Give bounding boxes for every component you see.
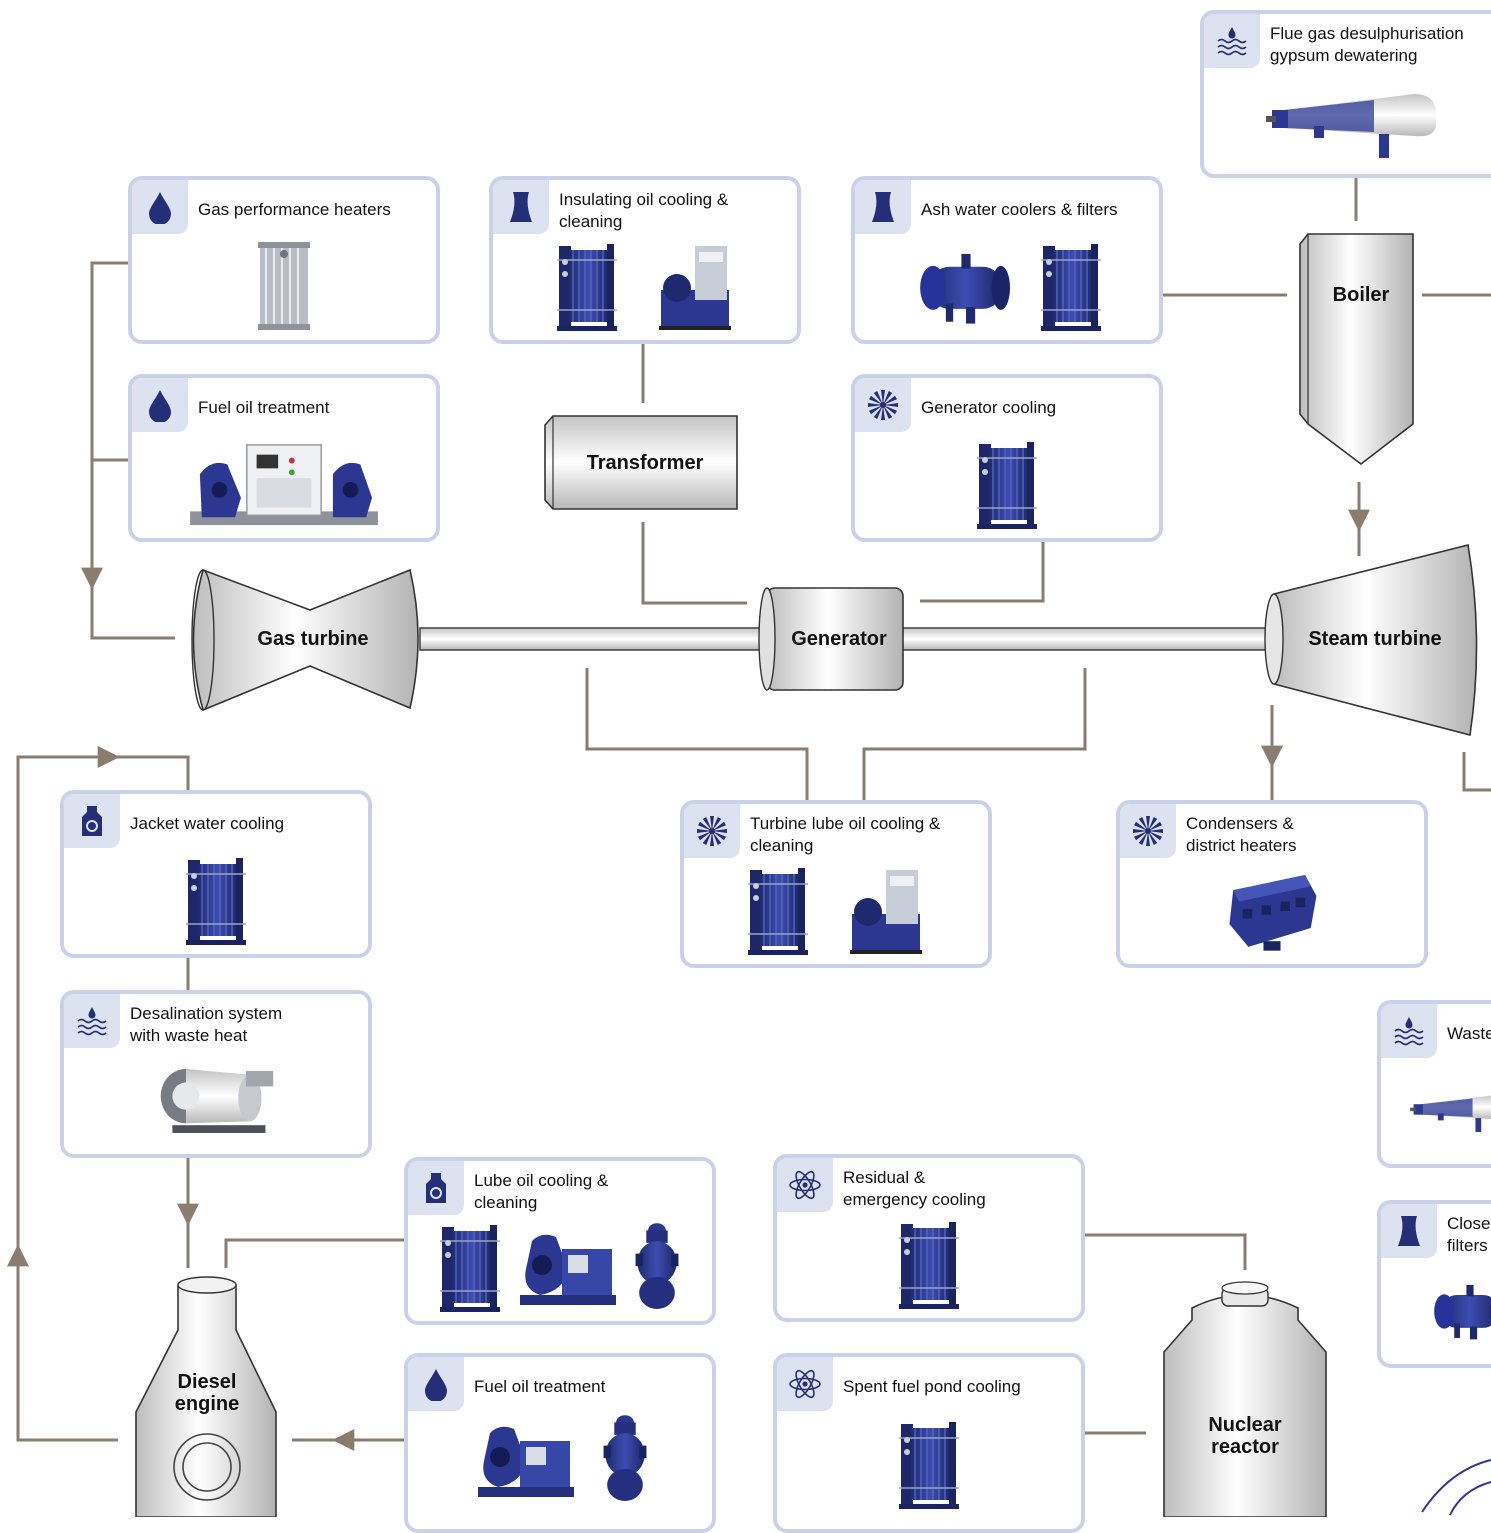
- water-waves-icon: [1381, 1004, 1437, 1058]
- filter-tank-image: [911, 244, 1021, 328]
- card-residual-emergency-cooling[interactable]: Residual & emergency cooling: [773, 1154, 1085, 1322]
- shaft: [419, 627, 1275, 651]
- decanter-centrifuge-image: [1409, 1075, 1491, 1145]
- transformer[interactable]: [544, 415, 738, 510]
- plate-heat-exchanger-image: [438, 1221, 502, 1313]
- card-flue-gas-desulphurisation[interactable]: Flue gas desulphurisation gypsum dewater…: [1200, 10, 1491, 178]
- card-label: Turbine lube oil cooling & cleaning: [750, 814, 941, 855]
- card-label: Closed filters: [1447, 1214, 1491, 1255]
- card-waste-water[interactable]: Waste: [1377, 1000, 1491, 1168]
- card-label: Ash water coolers & filters: [921, 200, 1118, 219]
- connectors: [6, 178, 1491, 1451]
- card-jacket-water-cooling[interactable]: Jacket water cooling: [60, 790, 372, 958]
- plate-heat-exchanger-image: [897, 1418, 961, 1510]
- plate-heat-exchanger-image: [1039, 240, 1103, 332]
- desalination-unit-image: [153, 1060, 279, 1140]
- plate-heat-exchanger-image: [975, 438, 1039, 530]
- card-ash-water-coolers[interactable]: Ash water coolers & filters: [851, 176, 1163, 344]
- droplet-icon: [132, 180, 188, 234]
- steam-turbine-label: Steam turbine: [1308, 628, 1442, 650]
- card-insulating-oil-cooling[interactable]: Insulating oil cooling & cleaning: [489, 176, 801, 344]
- card-label: Desalination system with waste heat: [130, 1004, 283, 1045]
- card-turbine-lube-oil[interactable]: Turbine lube oil cooling & cleaning: [680, 800, 992, 968]
- steam-turbine[interactable]: [1264, 544, 1478, 736]
- pump-image: [632, 1216, 682, 1318]
- nuclear-reactor[interactable]: [1163, 1281, 1327, 1517]
- card-label: Fuel oil treatment: [198, 398, 330, 417]
- card-label: Gas performance heaters: [198, 200, 391, 219]
- card-label: Fuel oil treatment: [474, 1377, 606, 1396]
- oil-can-icon: [408, 1161, 464, 1215]
- droplet-icon: [408, 1357, 464, 1411]
- atom-icon: [777, 1158, 833, 1212]
- generator[interactable]: [758, 587, 904, 691]
- oil-cleaning-skid-image: [655, 240, 735, 332]
- plate-heat-exchanger-image: [746, 864, 810, 956]
- card-gas-performance-heaters[interactable]: Gas performance heaters: [128, 176, 440, 344]
- transformer-label: Transformer: [586, 452, 704, 474]
- plate-heat-exchanger-image: [252, 237, 316, 335]
- card-desalination-system[interactable]: Desalination system with waste heat: [60, 990, 372, 1158]
- oil-cleaning-skid-image: [846, 864, 926, 956]
- plate-heat-exchanger-image: [555, 240, 619, 332]
- pump-image: [600, 1408, 650, 1510]
- card-label: Flue gas desulphurisation gypsum dewater…: [1270, 24, 1464, 65]
- card-label: Waste: [1447, 1024, 1491, 1043]
- card-fuel-oil-treatment-bottom[interactable]: Fuel oil treatment: [404, 1353, 716, 1533]
- card-closed-filters[interactable]: Closed filters: [1377, 1200, 1491, 1368]
- cooling-tower-icon: [1381, 1204, 1437, 1258]
- cooling-tower-icon: [855, 180, 911, 234]
- card-condensers-district-heaters[interactable]: Condensers & district heaters: [1116, 800, 1428, 968]
- decanter-centrifuge-image: [1264, 80, 1444, 160]
- card-label: Condensers & district heaters: [1186, 814, 1297, 855]
- fan-icon: [1120, 804, 1176, 858]
- separator-image: [470, 1413, 580, 1505]
- generator-label: Generator: [791, 628, 887, 650]
- plate-heat-exchanger-image: [184, 854, 248, 946]
- condenser-image: [1220, 866, 1324, 954]
- gas-turbine[interactable]: [191, 568, 419, 712]
- card-label: Jacket water cooling: [130, 814, 285, 833]
- oil-can-icon: [64, 794, 120, 848]
- atom-icon: [777, 1357, 833, 1411]
- diesel-engine-label: Diesel engine: [174, 1371, 240, 1415]
- boiler-label: Boiler: [1332, 284, 1390, 306]
- nuclear-reactor-label: Nuclear reactor: [1208, 1414, 1282, 1458]
- boiler[interactable]: [1299, 233, 1414, 466]
- filter-tank-image: [1427, 1268, 1491, 1352]
- diesel-engine[interactable]: [135, 1276, 277, 1517]
- card-label: Spent fuel pond cooling: [843, 1377, 1021, 1396]
- cooling-tower-icon: [493, 180, 549, 234]
- card-label: Residual & emergency cooling: [843, 1168, 986, 1209]
- plate-heat-exchanger-image: [897, 1218, 961, 1310]
- card-label: Generator cooling: [921, 398, 1057, 417]
- card-fuel-oil-treatment-top[interactable]: Fuel oil treatment: [128, 374, 440, 542]
- card-label: Insulating oil cooling & cleaning: [559, 190, 729, 231]
- decorative-swirl: [1421, 1459, 1491, 1516]
- fuel-treatment-module-image: [186, 439, 382, 529]
- water-waves-icon: [64, 994, 120, 1048]
- card-lube-oil-cooling[interactable]: Lube oil cooling & cleaning: [404, 1157, 716, 1325]
- card-label: Lube oil cooling & cleaning: [474, 1171, 609, 1212]
- card-spent-fuel-pond-cooling[interactable]: Spent fuel pond cooling: [773, 1353, 1085, 1533]
- gas-turbine-label: Gas turbine: [257, 628, 369, 650]
- water-waves-icon: [1204, 14, 1260, 68]
- fan-icon: [855, 378, 911, 432]
- card-generator-cooling[interactable]: Generator cooling: [851, 374, 1163, 542]
- droplet-icon: [132, 378, 188, 432]
- fan-icon: [684, 804, 740, 858]
- separator-image: [512, 1221, 622, 1313]
